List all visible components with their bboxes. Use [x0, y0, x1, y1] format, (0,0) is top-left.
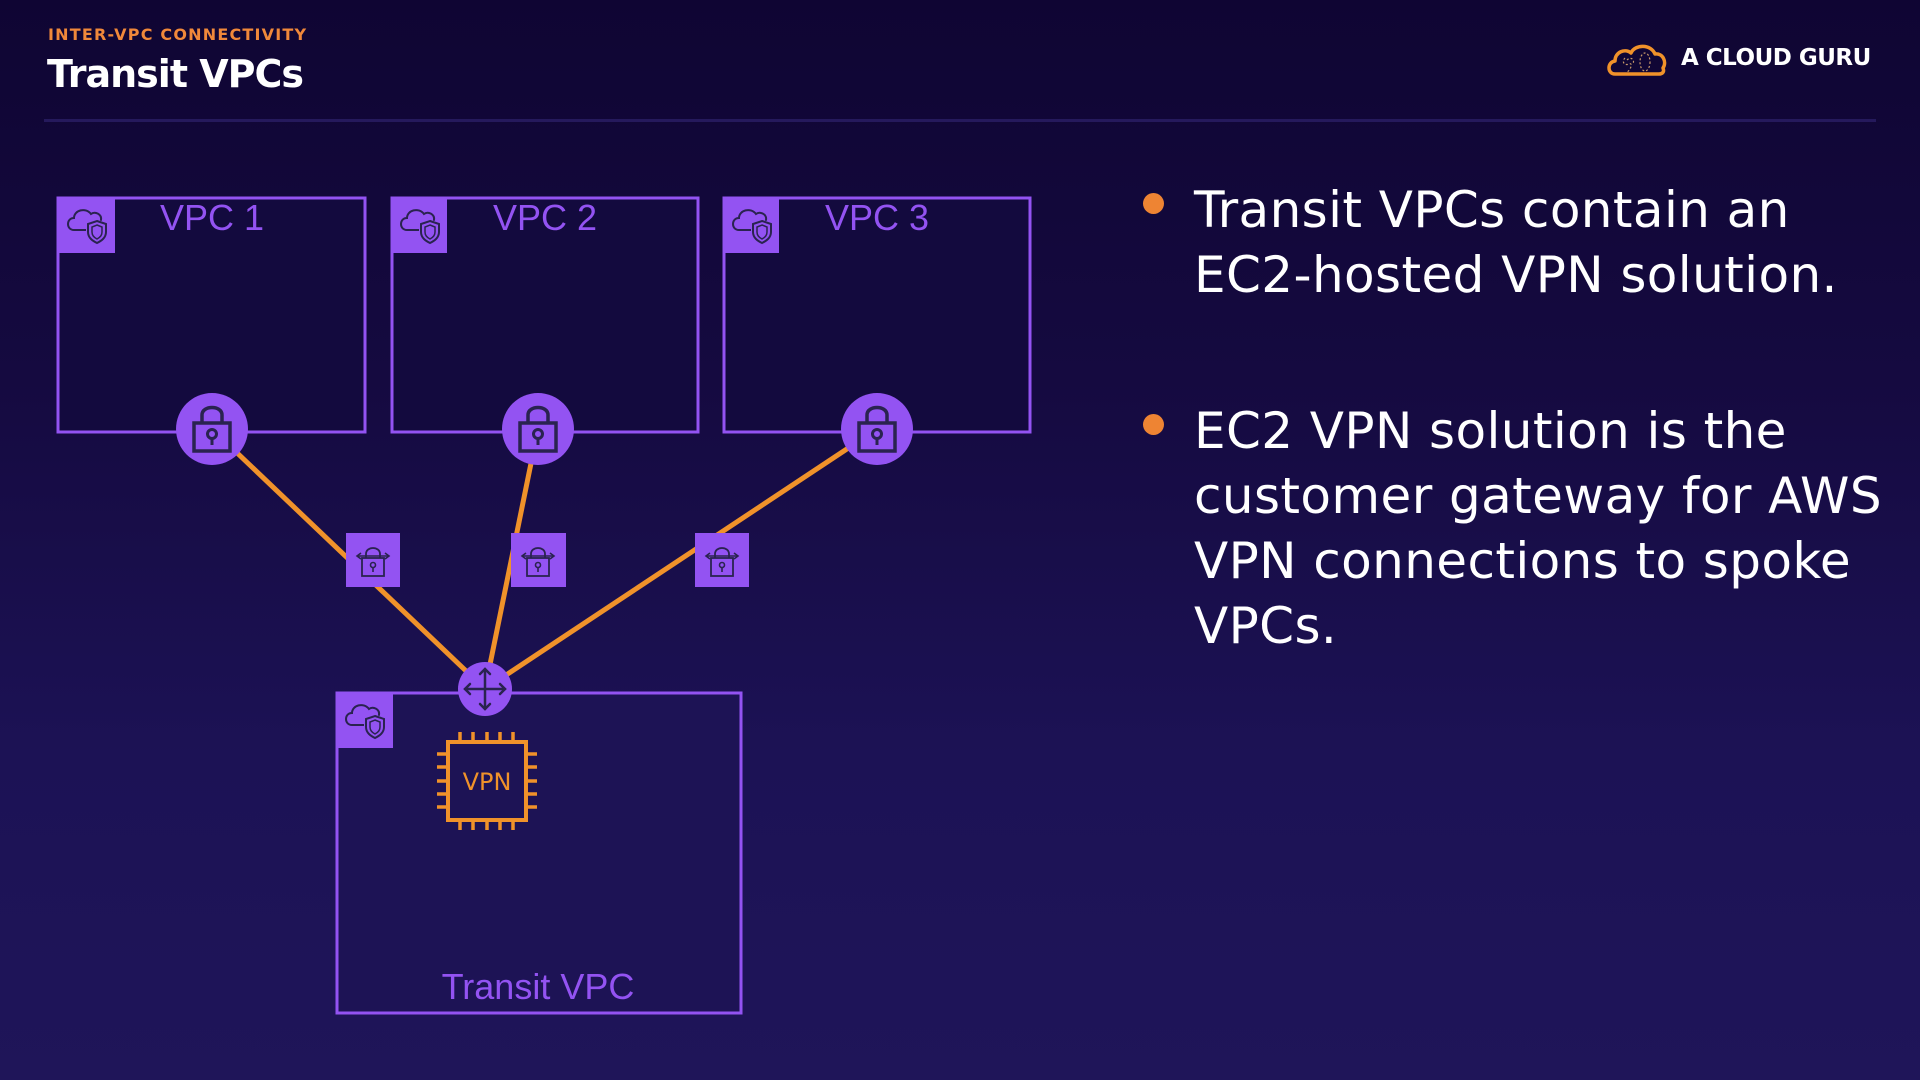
vpc-label: VPC 2 [493, 197, 597, 238]
bullet-dot-icon [1143, 414, 1164, 435]
header-divider [44, 119, 1876, 122]
cloud-guru-logo-icon [1607, 44, 1667, 76]
bullet-dot-icon [1143, 193, 1164, 214]
logo-text: A CLOUD GURU [1681, 45, 1871, 71]
bullet-item: Transit VPCs contain an EC2-hosted VPN s… [1142, 178, 1902, 308]
vpc-label: VPC 1 [160, 197, 264, 238]
bullet-item: EC2 VPN solution is the customer gateway… [1142, 399, 1902, 659]
spoke-vpc-3: VPC 3 [722, 196, 1032, 434]
vpn-connection-icon [695, 533, 749, 587]
spoke-vpc-2: VPC 2 [390, 196, 700, 434]
vpn-connection-icon [511, 533, 566, 587]
vpn-connection-icon [346, 533, 400, 587]
section-eyebrow: INTER-VPC CONNECTIVITY [48, 25, 308, 44]
vpc-label: VPC 3 [825, 197, 929, 238]
router-arrows-icon [458, 662, 512, 716]
vpn-gateway-lock-icon [176, 393, 248, 465]
vpn-instance-label: VPN [463, 768, 512, 796]
slide-title: Transit VPCs [47, 52, 304, 96]
bullet-text: Transit VPCs contain an EC2-hosted VPN s… [1194, 181, 1838, 304]
vpn-gateway-lock-icon [841, 393, 913, 465]
bullet-list: Transit VPCs contain an EC2-hosted VPN s… [1142, 178, 1902, 659]
transit-vpc: Transit VPC [335, 691, 743, 1015]
vpn-gateway-lock-icon [502, 393, 574, 465]
bullet-text: EC2 VPN solution is the customer gateway… [1194, 402, 1882, 655]
vpn-connection-line-3 [483, 426, 879, 692]
transit-vpc-label: Transit VPC [442, 966, 635, 1007]
ec2-chip-icon: VPN [437, 732, 537, 830]
